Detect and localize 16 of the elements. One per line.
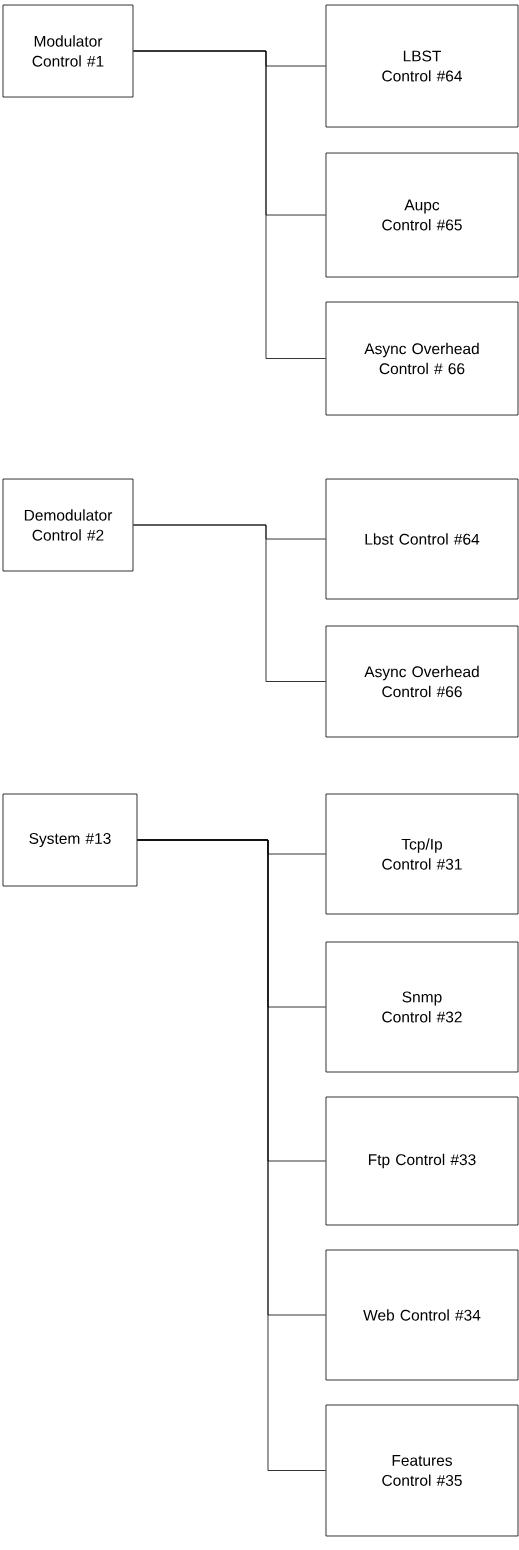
process-box: Async Overhead Control # 66 xyxy=(325,301,519,416)
process-box: Lbst Control #64 xyxy=(325,478,519,600)
process-box: Tcp/Ip Control #31 xyxy=(325,793,519,915)
process-box: Aupc Control #65 xyxy=(325,152,519,278)
connector-line xyxy=(137,839,326,1471)
process-box: System #13 xyxy=(2,793,138,887)
process-box: Demodulator Control #2 xyxy=(2,478,134,572)
process-box: Async Overhead Control #66 xyxy=(325,625,519,738)
process-box: Features Control #35 xyxy=(325,1404,519,1537)
process-box: Web Control #34 xyxy=(325,1249,519,1381)
process-box: Snmp Control #32 xyxy=(325,941,519,1073)
process-box: LBST Control #64 xyxy=(325,4,519,128)
connector-line xyxy=(133,50,326,359)
process-box: Modulator Control #1 xyxy=(2,4,134,98)
connector-line xyxy=(133,524,326,682)
process-box: Ftp Control #33 xyxy=(325,1096,519,1226)
